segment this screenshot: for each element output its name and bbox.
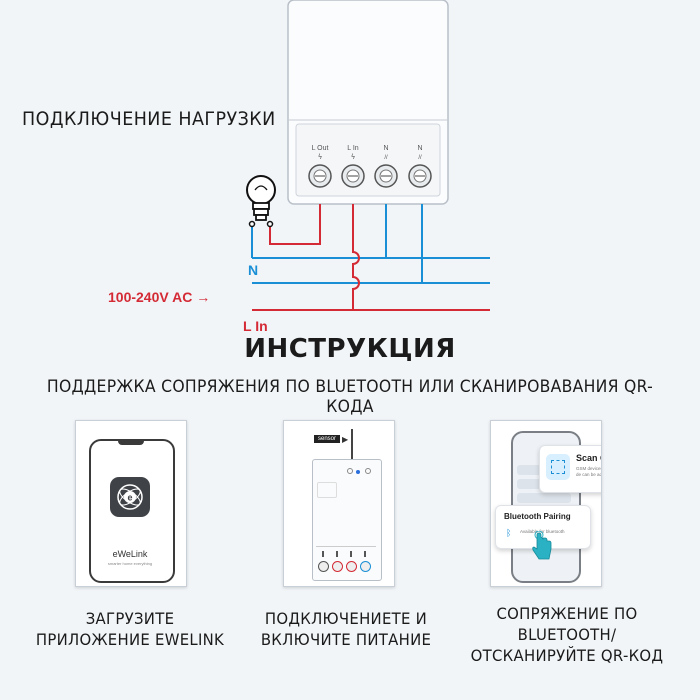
heading-load-connection: ПОДКЛЮЧЕНИЕ НАГРУЗКИ bbox=[22, 108, 276, 130]
step1-card: e eWeLink smarter home everything bbox=[75, 420, 187, 587]
bluetooth-pairing-popup[interactable]: Bluetooth Pairing ᛒ Available for blueto… bbox=[495, 505, 591, 549]
step2-caption-line1: ПОДКЛЮЧЕНИЕТЕ И bbox=[264, 609, 428, 628]
instruction-title: ИНСТРУКЦИЯ bbox=[244, 334, 456, 364]
terminal-label-lin: L In bbox=[347, 145, 359, 152]
step3-caption-line1: СОПРЯЖЕНИЕ ПО bbox=[496, 604, 638, 623]
terminal-screw-lin bbox=[341, 164, 365, 188]
wire-lin-vertical bbox=[352, 204, 360, 310]
terminal-label-n1: N bbox=[383, 145, 388, 152]
step1-caption-line2: ПРИЛОЖЕНИЕ EWELINK bbox=[35, 630, 225, 649]
wiring-diagram: L Out ϟ L In ϟ N // N // bbox=[246, 0, 490, 311]
terminal-screw-lout bbox=[308, 164, 332, 188]
relay-device-small bbox=[312, 459, 382, 581]
terminal-label-n2: N bbox=[417, 145, 422, 152]
app-tagline: smarter home everything bbox=[107, 561, 153, 566]
phone-notch bbox=[118, 439, 144, 445]
label-line-in: L In bbox=[243, 318, 268, 334]
terminal-symbol-lin: ϟ bbox=[351, 153, 356, 161]
instruction-subtitle: ПОДДЕРЖКА СОПРЯЖЕНИЯ ПО BLUETOOTH ИЛИ СК… bbox=[46, 377, 654, 417]
step3-card: Scan QR code GSM devices and devices wit… bbox=[490, 420, 602, 587]
svg-text:e: e bbox=[127, 493, 132, 503]
bluetooth-icon: ᛒ bbox=[506, 528, 512, 538]
light-bulb-icon bbox=[246, 175, 276, 228]
terminal-strip-small bbox=[316, 546, 376, 577]
sensor-tag: sensor bbox=[314, 435, 341, 443]
ewelink-logo-icon: e bbox=[110, 477, 150, 517]
label-neutral: N bbox=[248, 262, 259, 278]
step2-caption: ПОДКЛЮЧЕНИЕТЕ И ВКЛЮЧИТЕ ПИТАНИЕ bbox=[244, 608, 449, 650]
terminal-symbol-n1: // bbox=[384, 155, 388, 161]
scan-qr-title: Scan QR code bbox=[576, 453, 601, 463]
terminal-screw-n1 bbox=[374, 164, 398, 188]
device-label-area bbox=[317, 482, 337, 498]
scan-qr-desc: GSM devices and devices with QR co de ca… bbox=[576, 466, 602, 477]
step2-card: sensor ▶ bbox=[283, 420, 395, 587]
step1-caption-line1: ЗАГРУЗИТЕ bbox=[85, 609, 175, 628]
terminal-label-lout: L Out bbox=[312, 145, 329, 152]
step1-caption: ЗАГРУЗИТЕ ПРИЛОЖЕНИЕ EWELINK bbox=[28, 608, 233, 650]
terminal-symbol-n2: // bbox=[418, 155, 422, 161]
sensor-arrow-icon: ▶ bbox=[342, 435, 349, 444]
led-indicators bbox=[347, 468, 377, 476]
label-voltage: 100-240V AC → bbox=[108, 289, 211, 305]
terminal-symbol-lout: ϟ bbox=[318, 153, 323, 161]
terminal-block bbox=[295, 123, 441, 197]
step3-caption: СОПРЯЖЕНИЕ ПО BLUETOOTH/ ОТСКАНИРУЙТЕ QR… bbox=[465, 603, 670, 666]
terminal-screw-n2 bbox=[408, 164, 432, 188]
step3-caption-line3: ОТСКАНИРУЙТЕ QR-КОД bbox=[470, 646, 664, 665]
qr-scan-icon bbox=[546, 454, 570, 480]
scan-qr-popup[interactable]: Scan QR code GSM devices and devices wit… bbox=[539, 445, 602, 493]
wire-lout-to-bulb bbox=[269, 204, 321, 245]
step2-caption-line2: ВКЛЮЧИТЕ ПИТАНИЕ bbox=[260, 630, 432, 649]
step3-caption-line2: BLUETOOTH/ bbox=[517, 625, 617, 644]
bluetooth-pairing-title: Bluetooth Pairing bbox=[504, 512, 571, 521]
tap-hand-icon bbox=[531, 530, 555, 563]
sensor-cable bbox=[351, 429, 353, 463]
app-name: eWeLink bbox=[112, 549, 148, 559]
bluetooth-pairing-desc: Available for bluetooth bbox=[520, 529, 565, 534]
